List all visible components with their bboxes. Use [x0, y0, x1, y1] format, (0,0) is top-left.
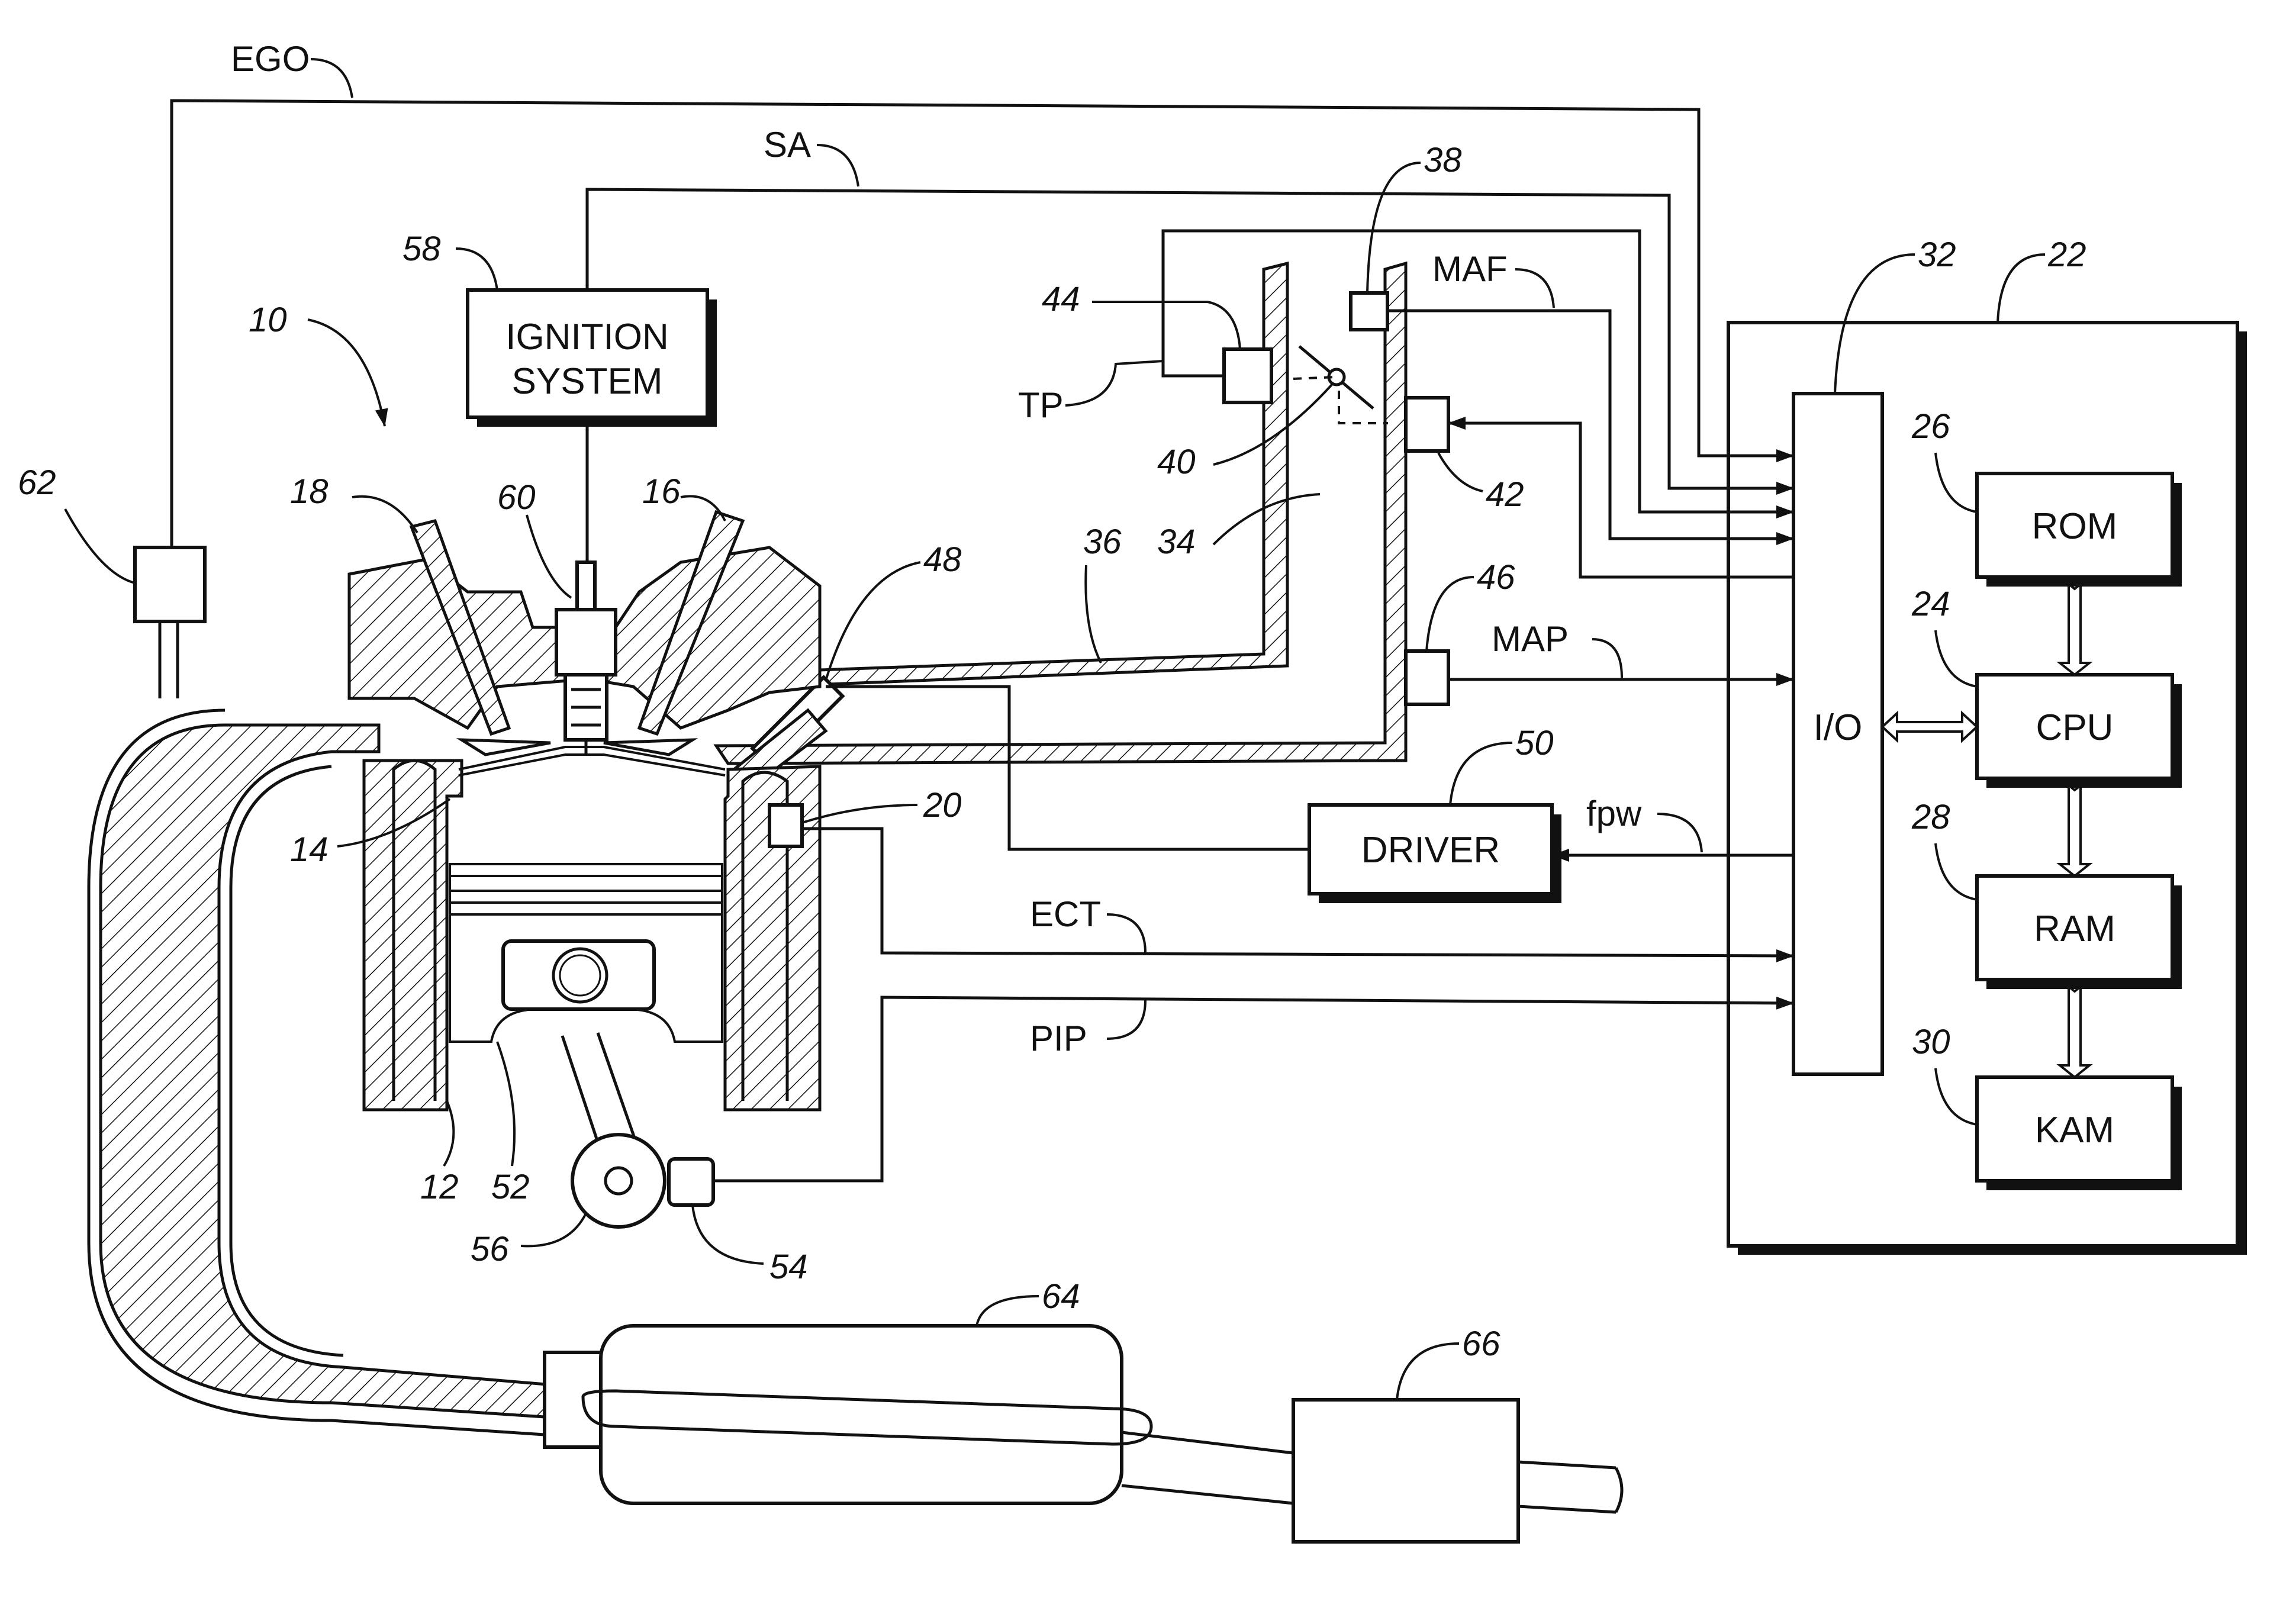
ect-signal-line [802, 829, 1793, 956]
driver-block: DRIVER [1309, 805, 1561, 903]
cpu-label: CPU [2036, 707, 2114, 748]
airflow-sensor [1351, 293, 1387, 330]
ref-44: 44 [1042, 280, 1080, 318]
signal-fpw: fpw [1586, 794, 1642, 833]
ignition-system-block: IGNITION SYSTEM [468, 290, 717, 427]
signal-pip: PIP [1030, 1019, 1087, 1058]
kam-block: KAM [1977, 1077, 2182, 1190]
spark-plug [556, 562, 616, 755]
driver-label: DRIVER [1361, 830, 1500, 871]
piston [450, 864, 722, 1042]
ref-32: 32 [1918, 236, 1956, 274]
ref-66: 66 [1462, 1325, 1500, 1363]
pressure-sensor [1406, 651, 1448, 704]
signal-ect: ECT [1030, 894, 1101, 934]
cylinder-wall [364, 761, 820, 1110]
ref-60: 60 [497, 478, 536, 517]
pip-signal-line [713, 997, 1793, 1181]
throttle-actuator [1406, 398, 1448, 451]
ego-sensor [135, 547, 205, 698]
ref-58: 58 [402, 230, 441, 268]
ref-62: 62 [18, 463, 56, 502]
ref-26: 26 [1911, 407, 1950, 446]
catalytic-converter [545, 1326, 1151, 1503]
signal-map: MAP [1492, 619, 1569, 659]
signal-sa: SA [764, 125, 811, 165]
ref-54: 54 [769, 1248, 808, 1286]
ram-block: RAM [1977, 876, 2182, 989]
signal-tp: TP [1018, 385, 1064, 425]
throttle-plate [1293, 346, 1388, 423]
ref-22: 22 [2047, 236, 2086, 274]
ref-46: 46 [1477, 558, 1515, 597]
signal-maf: MAF [1432, 249, 1508, 289]
ignition-label-line2: SYSTEM [512, 361, 663, 402]
ref-64: 64 [1042, 1277, 1080, 1316]
ref-40: 40 [1157, 443, 1196, 481]
ram-label: RAM [2034, 909, 2115, 949]
crankshaft [572, 1135, 665, 1227]
ego-signal-line [172, 101, 1793, 547]
ref-12: 12 [420, 1168, 459, 1206]
ref-20: 20 [923, 786, 962, 824]
crank-position-sensor [669, 1159, 713, 1205]
throttle-position-sensor [1224, 349, 1271, 402]
ref-38: 38 [1424, 141, 1462, 179]
ignition-label-line1: IGNITION [505, 317, 669, 357]
ref-36: 36 [1083, 523, 1122, 561]
coolant-temperature-sensor [769, 805, 802, 846]
ref-14: 14 [290, 830, 329, 869]
ref-10: 10 [249, 301, 287, 339]
ref-34: 34 [1157, 523, 1196, 561]
rom-label: ROM [2032, 506, 2118, 547]
exhaust-manifold [89, 710, 553, 1435]
ref-50: 50 [1515, 724, 1554, 762]
ref-56: 56 [471, 1230, 509, 1268]
kam-label: KAM [2035, 1110, 2114, 1151]
ref-16: 16 [642, 472, 681, 511]
ref-52: 52 [491, 1168, 530, 1206]
muffler [1293, 1400, 1518, 1542]
rom-block: ROM [1977, 473, 2182, 587]
ref-18: 18 [290, 472, 329, 511]
signal-ego: EGO [231, 39, 310, 79]
ref-42: 42 [1486, 475, 1524, 514]
ref-24: 24 [1911, 585, 1950, 623]
io-label: I/O [1814, 707, 1863, 748]
ref-48: 48 [923, 540, 962, 579]
ref-28: 28 [1911, 798, 1950, 836]
cpu-block: CPU [1977, 675, 2182, 788]
ref-30: 30 [1912, 1023, 1950, 1061]
